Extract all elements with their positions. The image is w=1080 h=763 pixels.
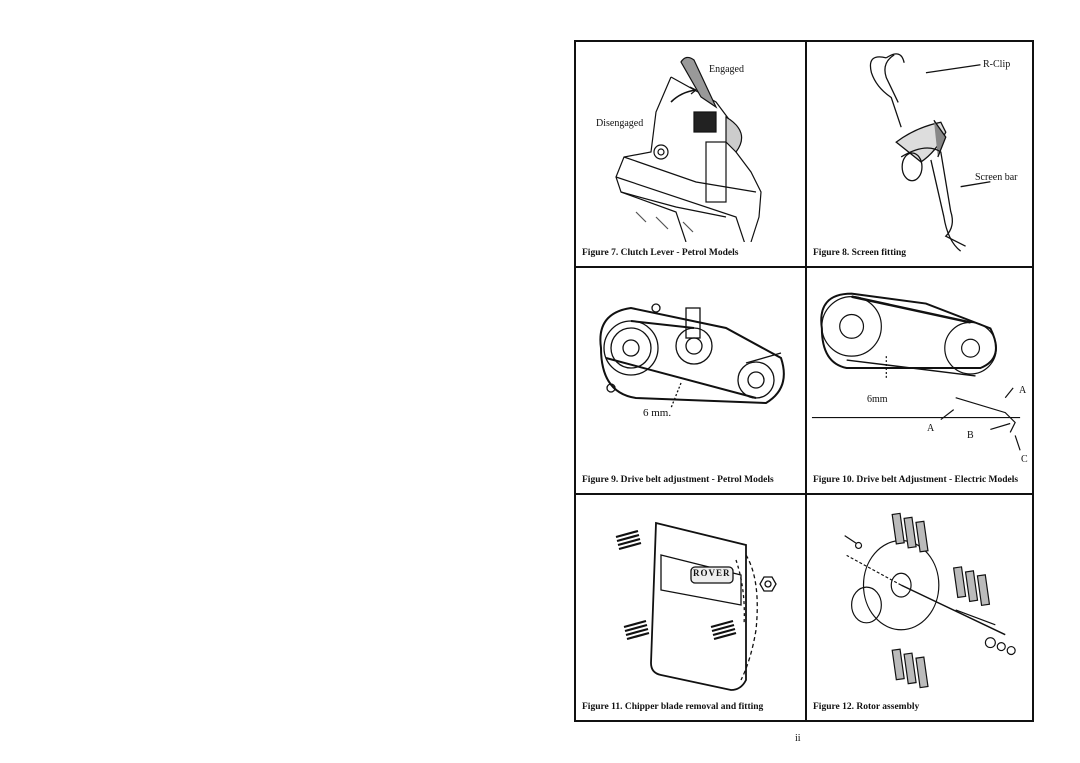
label-a-lower: A xyxy=(927,423,935,434)
figure-7-caption: Figure 7. Clutch Lever - Petrol Models xyxy=(582,248,739,258)
gap-6mm-label-electric: 6mm xyxy=(867,394,888,405)
label-b: B xyxy=(967,430,974,441)
label-c: C xyxy=(1021,454,1028,465)
r-clip-label: R-Clip xyxy=(983,59,1011,70)
screen-bar-label: Screen bar xyxy=(975,172,1018,183)
disengaged-label: Disengaged xyxy=(596,118,644,129)
figure-11-chipper-blade: ROVER Figure 11. Chipper blade removal a… xyxy=(576,495,807,720)
figure-11-caption: Figure 11. Chipper blade removal and fit… xyxy=(582,702,764,712)
chipper-blade-illustration xyxy=(615,521,777,691)
figure-10-caption: Figure 10. Drive belt Adjustment - Elect… xyxy=(813,475,1019,485)
figure-10-drive-belt-electric: 6mm A A B C Figure 10. Drive belt Adjust… xyxy=(807,268,1032,495)
figure-9-drive-belt-petrol: 6 mm. Figure 9. Drive belt adjustment - … xyxy=(576,268,807,495)
figure-12-rotor-assembly: Figure 12. Rotor assembly xyxy=(807,495,1032,720)
engaged-label: Engaged xyxy=(709,64,744,75)
screen-fitting-illustration xyxy=(869,53,991,252)
figure-12-caption: Figure 12. Rotor assembly xyxy=(813,702,920,712)
gap-6mm-label: 6 mm. xyxy=(643,407,672,419)
rover-logo: ROVER xyxy=(693,568,731,578)
figure-9-caption: Figure 9. Drive belt adjustment - Petrol… xyxy=(582,475,774,485)
rotor-assembly-illustration xyxy=(844,512,1016,689)
figure-8-screen-fitting: R-Clip Screen bar Figure 8. Screen fitti… xyxy=(807,42,1032,268)
page-number: ii xyxy=(795,733,801,744)
figure-7-clutch-lever: Engaged Disengaged Figure 7. Clutch Leve… xyxy=(576,42,807,268)
clutch-lever-illustration xyxy=(615,56,762,242)
label-a-upper: A xyxy=(1019,385,1027,396)
drive-belt-electric-illustration xyxy=(811,292,1021,451)
drive-belt-petrol-illustration xyxy=(599,303,785,409)
figure-grid: Engaged Disengaged Figure 7. Clutch Leve… xyxy=(574,40,1034,722)
figure-8-caption: Figure 8. Screen fitting xyxy=(813,248,907,258)
